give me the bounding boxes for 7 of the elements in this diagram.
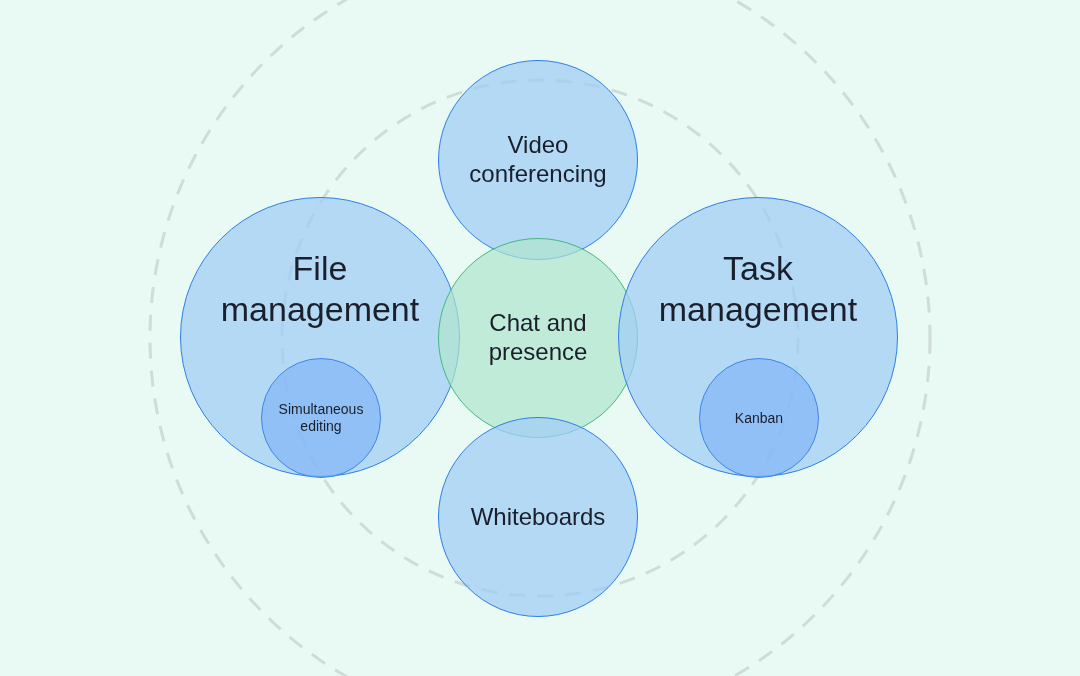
circle-label: Chat and presence [487,309,589,367]
circle-label: Kanban [734,409,784,427]
circle-label: Simultaneous editing [277,401,365,435]
circle-label: Video conferencing [468,131,608,189]
circle-label: File management [219,248,421,330]
circle-label: Whiteboards [470,502,606,532]
circle-label: Task management [657,248,859,330]
